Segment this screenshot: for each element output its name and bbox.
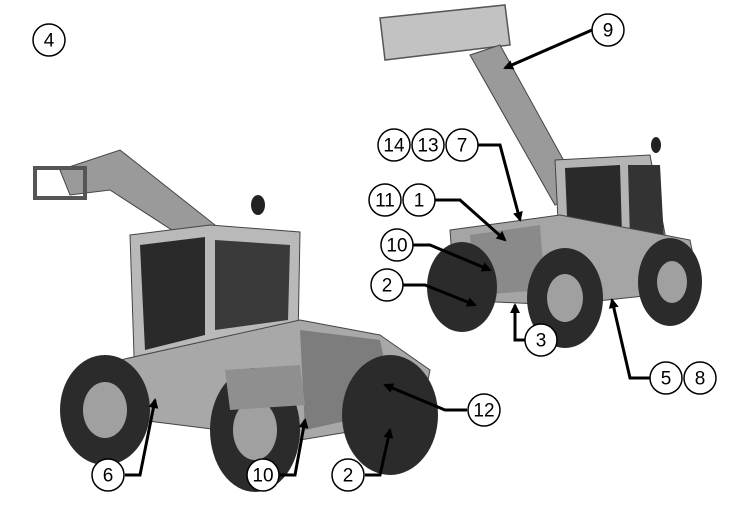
leader-11-1 — [435, 198, 507, 242]
leader-14-13-7 — [478, 143, 523, 222]
callout-13: 13 — [411, 128, 445, 162]
callout-1-label: 1 — [414, 191, 425, 212]
leader-9 — [503, 28, 593, 70]
callout-10-left: 10 — [246, 458, 280, 492]
callout-9: 9 — [591, 13, 625, 47]
callout-11: 11 — [368, 183, 402, 217]
callout-12-label: 12 — [473, 401, 494, 422]
callout-2-right-label: 2 — [382, 276, 393, 297]
callout-2-left: 2 — [331, 458, 365, 492]
callout-11-label: 11 — [375, 191, 395, 212]
callout-2-left-label: 2 — [343, 466, 354, 487]
callout-9-label: 9 — [603, 21, 614, 42]
leader-2-left — [365, 428, 394, 477]
callout-7-label: 7 — [457, 136, 468, 157]
leader-3 — [510, 303, 525, 342]
left-telehandler-illustration — [33, 149, 438, 492]
callout-13-label: 13 — [417, 136, 438, 157]
figure-number: 4 — [44, 31, 55, 52]
leader-10-right — [413, 243, 492, 272]
callout-8: 8 — [683, 361, 717, 395]
callout-7: 7 — [445, 128, 479, 162]
callout-5-label: 5 — [661, 369, 672, 390]
callout-14: 14 — [377, 128, 411, 162]
leader-lines — [125, 28, 660, 477]
callout-14-label: 14 — [383, 136, 405, 157]
figure-number-circle: 4 — [32, 23, 66, 57]
callout-10-right: 10 — [380, 228, 414, 262]
callout-10-right-label: 10 — [386, 236, 407, 257]
callout-12: 12 — [467, 393, 501, 427]
callout-3-label: 3 — [536, 331, 547, 352]
callout-6: 6 — [91, 458, 125, 492]
callouts: 4 9 14 13 7 11 1 10 — [32, 13, 717, 492]
callout-8-label: 8 — [695, 369, 706, 390]
leader-12 — [383, 383, 467, 412]
leader-6 — [125, 398, 159, 477]
callout-3: 3 — [524, 323, 558, 357]
callout-6-label: 6 — [103, 466, 114, 487]
callout-1: 1 — [402, 183, 436, 217]
callout-2-right: 2 — [370, 268, 404, 302]
callout-5: 5 — [649, 361, 683, 395]
leader-2-right — [403, 283, 477, 307]
right-telehandler-illustration — [379, 4, 702, 348]
leader-10-left — [280, 418, 309, 477]
callout-10-left-label: 10 — [252, 466, 273, 487]
